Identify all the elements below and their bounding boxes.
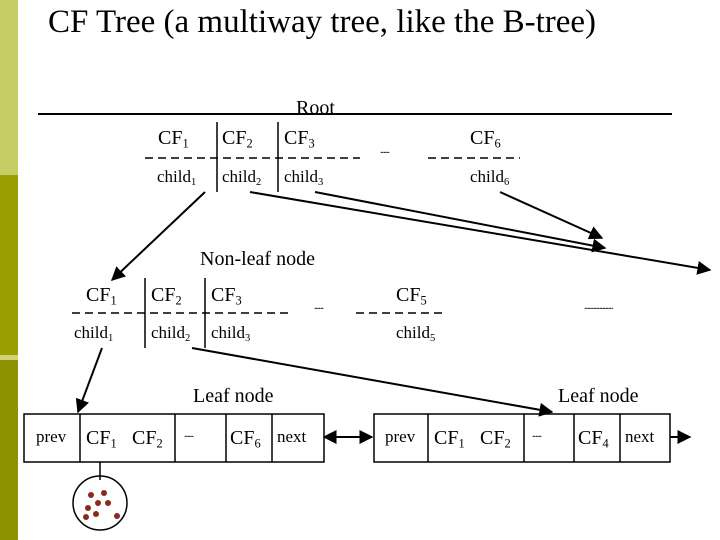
leaf-left-label: Leaf node [193,385,274,407]
leaf-right-cf4: CF4 [578,427,609,451]
cluster-points-icon [72,475,128,531]
leaf-left-cf6: CF6 [230,427,261,451]
nonleaf-cf5: CF5 [396,284,427,308]
leaf-left-ellipsis: ...... [184,429,194,440]
root-child2-arrow [249,191,712,275]
leaf-left-prev: prev [36,427,67,446]
leaf-right-next: next [625,427,655,446]
root-cf2: CF2 [222,127,253,151]
nonleaf-child5: child5 [396,323,436,344]
nonleaf-child1-arrow [75,347,103,414]
sidebar-segment [0,360,18,540]
sidebar-segment [0,0,18,175]
nonleaf-child3: child3 [211,323,251,344]
nonleaf-node [72,278,444,348]
leaf-node-left [23,413,325,463]
sidebar-segment [0,355,18,360]
nonleaf-ellipsis: ...... [314,301,324,312]
nonleaf-more-nodes: ................... [584,301,613,312]
root-cf1: CF1 [158,127,189,151]
leaf-right-cf1: CF1 [434,427,465,451]
root-child1: child1 [157,167,197,188]
leaf-left-cf2: CF2 [132,427,163,451]
root-cf6: CF6 [470,127,501,151]
root-node [145,122,520,192]
nonleaf-child2-arrow [191,347,554,417]
root-child6: child6 [470,167,510,188]
nonleaf-child2: child2 [151,323,191,344]
leaf-right-ellipsis: ...... [532,429,542,440]
root-cf3: CF3 [284,127,315,151]
nonleaf-cf3: CF3 [211,284,242,308]
root-label: Root [296,97,335,119]
leaf-left-cf1: CF1 [86,427,117,451]
root-child3-arrow [314,191,607,253]
root-ellipsis: ...... [380,145,390,156]
root-child1-arrow [110,191,206,281]
root-child3: child3 [284,167,324,188]
nonleaf-label: Non-leaf node [200,248,315,270]
root-child6-arrow [499,191,604,240]
nonleaf-cf1: CF1 [86,284,117,308]
leaf-right-prev: prev [385,427,416,446]
leaf-right-label: Leaf node [558,385,639,407]
leaf-left-next: next [277,427,307,446]
slide-sidebar [0,0,18,540]
nonleaf-child1: child1 [74,323,114,344]
slide-title: CF Tree (a multiway tree, like the B-tre… [48,4,597,40]
leaf-right-cf2: CF2 [480,427,511,451]
nonleaf-cf2: CF2 [151,284,182,308]
root-child2: child2 [222,167,262,188]
sidebar-segment [0,175,18,355]
